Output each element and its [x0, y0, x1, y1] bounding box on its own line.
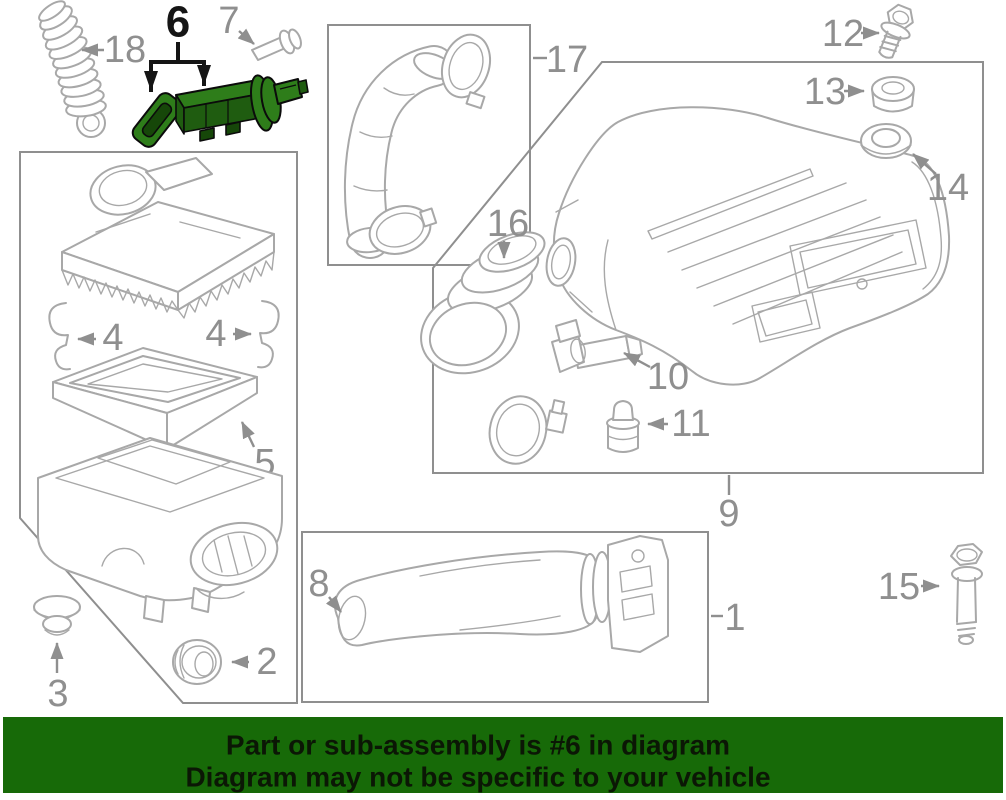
part-17-duct	[343, 33, 492, 259]
part-16-air-duct	[420, 231, 546, 375]
box-part-17	[327, 24, 531, 266]
part-2-seal	[172, 639, 222, 685]
part-10-label: 10	[647, 356, 689, 398]
part-12-bolt	[878, 3, 914, 59]
part-6-gasket	[131, 92, 183, 148]
callout-18: 18	[81, 29, 146, 71]
part-4-label: 4	[205, 313, 226, 355]
air-cleaner-upper-housing	[61, 157, 275, 319]
part-11-grommet	[606, 400, 640, 453]
part-18-label: 18	[104, 29, 146, 71]
callout-12: 12	[822, 13, 880, 55]
part-11-label: 11	[671, 403, 710, 445]
banner-line-1: Part or sub-assembly is #6 in diagram	[226, 730, 730, 761]
part-15-bolt	[950, 543, 983, 645]
part-4-clip-right	[257, 300, 280, 369]
callout-1: 1	[711, 597, 746, 639]
callout-11: 11	[647, 403, 711, 445]
callout-2: 2	[231, 641, 278, 683]
part-3-label: 3	[47, 673, 68, 715]
callout-6-bracket	[144, 42, 211, 92]
part-14-seal	[860, 123, 912, 159]
part-6-sensor-body	[175, 74, 309, 142]
part-1-label: 1	[724, 597, 745, 639]
air-cleaner-lower-housing	[37, 437, 283, 623]
hose-clamp	[488, 395, 568, 465]
callout-14: 14	[912, 153, 969, 209]
callout-3: 3	[47, 642, 69, 715]
part-2-label: 2	[256, 641, 277, 683]
box-part-8	[301, 531, 709, 703]
part-17-label: 17	[546, 39, 588, 81]
callout-16: 16	[487, 203, 529, 259]
part-7-bolt	[251, 28, 302, 61]
box-part-9	[432, 61, 984, 474]
part-6-label: 6	[166, 0, 190, 47]
part-8-label: 8	[308, 563, 329, 605]
reference-boxes	[19, 24, 984, 704]
callout-13: 13	[804, 71, 865, 113]
banner-background	[3, 717, 1003, 793]
part-9-engine-cover	[545, 106, 951, 386]
part-15-label: 15	[878, 566, 920, 608]
callout-8: 8	[308, 563, 342, 613]
part-6-highlighted-sensor: 6	[131, 0, 309, 148]
part-13-label: 13	[804, 71, 846, 113]
callout-9: 9	[718, 475, 740, 535]
highlight-banner: Part or sub-assembly is #6 in diagram Di…	[3, 717, 1003, 793]
part-7-label: 7	[218, 0, 239, 42]
banner-line-2: Diagram may not be specific to your vehi…	[185, 762, 770, 793]
part-18-hose	[38, 0, 107, 138]
part-10-outlet-tube	[551, 319, 643, 373]
callout-4-right: 4	[205, 313, 252, 355]
part-9-label: 9	[718, 493, 739, 535]
box-air-cleaner-assembly	[19, 151, 298, 704]
callout-7: 7	[218, 0, 255, 45]
part-4-label: 4	[102, 317, 123, 359]
part-8-outlet-duct	[333, 535, 669, 653]
part-12-label: 12	[822, 13, 864, 55]
part-16-label: 16	[487, 203, 529, 245]
callout-10: 10	[623, 351, 689, 398]
callout-15: 15	[878, 566, 940, 608]
part-13-grommet	[871, 76, 915, 113]
part-4-clip-left	[48, 302, 71, 371]
part-5-air-filter	[52, 347, 258, 450]
callout-4-left: 4	[77, 317, 124, 359]
part-3-grommet	[33, 595, 81, 636]
callout-17: 17	[533, 39, 588, 81]
part-14-label: 14	[927, 167, 969, 209]
